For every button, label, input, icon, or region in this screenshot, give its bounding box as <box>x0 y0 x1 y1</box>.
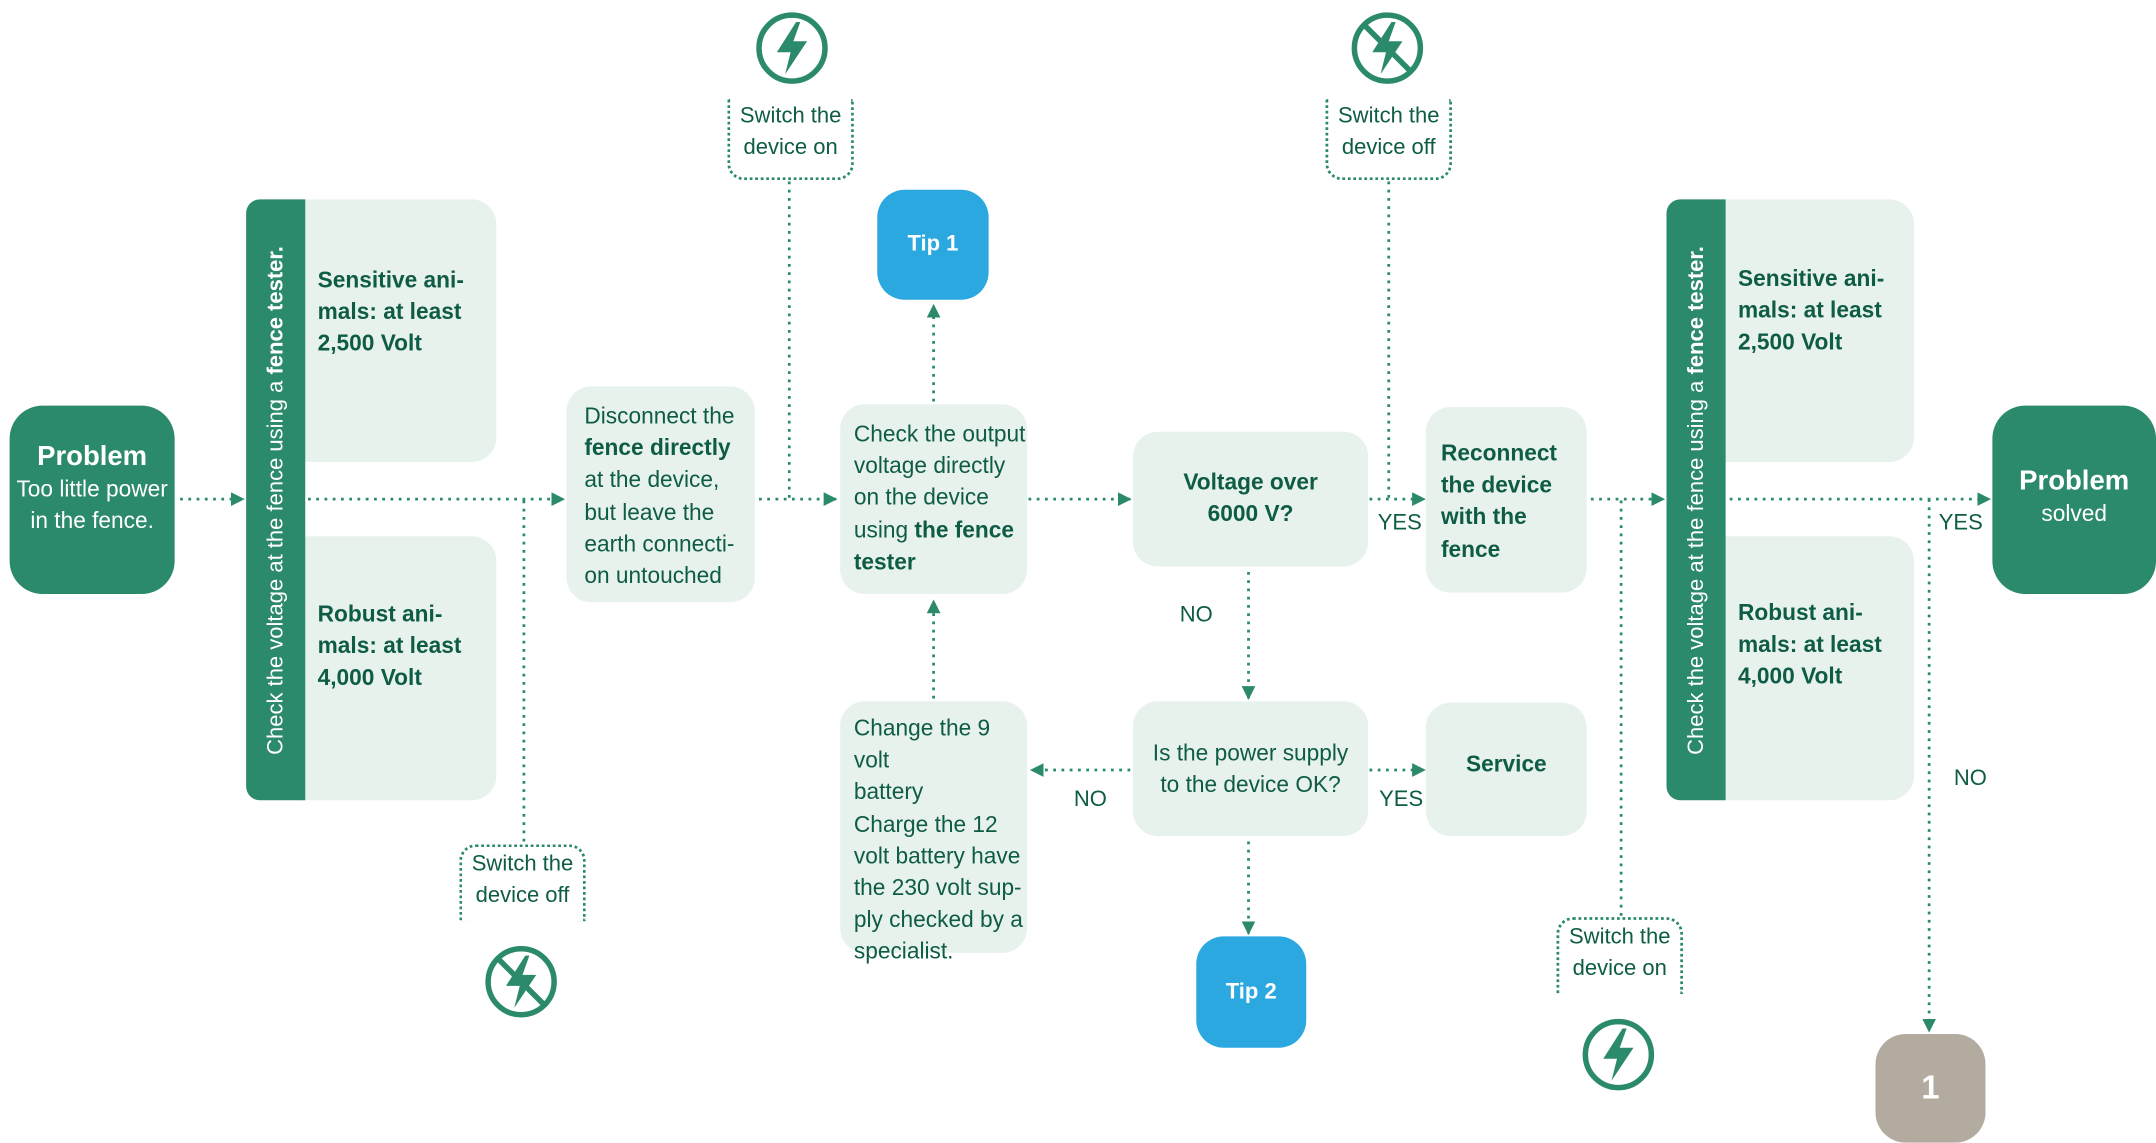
switch-off-note-1: Switch the device off <box>459 844 586 922</box>
check-output-line4-bold: the fence <box>914 517 1015 543</box>
edge-label-no-final: NO <box>1953 767 1987 791</box>
sensitive-animals-box-left: Sensitive ani- mals: at least 2,500 Volt <box>275 199 497 462</box>
check-tester-bold: fence tester. <box>263 245 288 374</box>
problem-start-line1: Too little power <box>16 477 168 502</box>
disconnect-line3: at the device, <box>584 468 720 493</box>
problem-solved-box: Problem solved <box>1992 405 2156 594</box>
robust-right-line2: mals: at least <box>1738 632 1882 658</box>
check-output-box: Check the output voltage directly on the… <box>840 404 1028 594</box>
service-box: Service <box>1425 702 1587 836</box>
edge-label-no-power: NO <box>1073 787 1107 812</box>
service-label: Service <box>1465 752 1547 777</box>
tip2-label: Tip 2 <box>1225 980 1277 1004</box>
battery-line7: specialist. <box>853 939 954 965</box>
switch-on-note-1: Switch the device on <box>727 99 854 181</box>
robust-animals-box-left: Robust ani- mals: at least 4,000 Volt <box>275 536 497 801</box>
edge-label-no-voltage: NO <box>1179 603 1213 627</box>
sensitive-line2: mals: at least <box>317 300 462 325</box>
robust-line3: 4,000 Volt <box>317 666 422 691</box>
check-output-line4: using the fence <box>854 515 1027 547</box>
robust-animals-box-right: Robust ani- mals: at least 4,000 Volt <box>1695 536 1914 801</box>
voltage-question-box: Voltage over 6000 V? <box>1133 431 1369 567</box>
voltage-line1: Voltage over <box>1183 470 1318 495</box>
sensitive-right-line3: 2,500 Volt <box>1738 330 1843 356</box>
problem-start-title: Problem <box>37 441 148 472</box>
switch-off-1-line1: Switch the <box>471 852 574 876</box>
check-output-line4-prefix: using <box>853 517 915 543</box>
robust-right-line1: Robust ani- <box>1738 600 1863 626</box>
switch-off-1-line2: device off <box>475 884 570 908</box>
check-tester-prefix: Check the voltage at the fence using a <box>263 373 288 755</box>
problem-solved-title: Problem <box>2019 466 2130 497</box>
problem-start-box: Problem Too little power in the fence. <box>9 405 175 594</box>
disconnect-line6: on untouched <box>584 563 722 589</box>
robust-line2: mals: at least <box>317 634 462 659</box>
change-battery-box: Change the 9 volt battery Charge the 12 … <box>840 701 1028 964</box>
reconnect-line1: Reconnect <box>1441 441 1557 467</box>
sensitive-right-line2: mals: at least <box>1738 298 1882 324</box>
switch-on-1-line2: device on <box>743 136 838 160</box>
edge-label-yes-power: YES <box>1379 787 1424 812</box>
robust-line1: Robust ani- <box>317 602 443 627</box>
check-output-line5: tester <box>853 549 916 575</box>
switch-on-note-2: Switch the device on <box>1556 917 1683 995</box>
lightning-bolt-circle-icon <box>1582 1018 1655 1091</box>
check-tester-text-right: Check the voltage at the fence using a f… <box>1680 245 1712 754</box>
switch-off-note-2: Switch the device off <box>1325 99 1452 181</box>
problem-solved-subtitle: solved <box>2041 501 2107 527</box>
lightning-bolt-circle-icon <box>756 12 828 84</box>
check-tester-bar-left: Check the voltage at the fence using a f… <box>246 199 306 801</box>
battery-line5: the 230 volt sup- <box>853 875 1022 901</box>
switch-off-2-line1: Switch the <box>1338 104 1440 128</box>
switch-on-2-line2: device on <box>1572 957 1667 981</box>
switch-on-1-line1: Switch the <box>739 104 842 128</box>
voltage-line2: 6000 V? <box>1207 502 1294 527</box>
reconnect-box: Reconnect the device with the fence <box>1425 407 1587 593</box>
battery-line4: volt battery have <box>853 843 1021 869</box>
switch-on-2-line1: Switch the <box>1569 925 1671 949</box>
lightning-bolt-circle-crossed-icon <box>485 946 557 1018</box>
sensitive-animals-box-right: Sensitive ani- mals: at least 2,500 Volt <box>1695 199 1914 462</box>
check-output-line3: on the device <box>853 485 989 511</box>
reference-box[interactable]: 1 <box>1875 1034 1986 1143</box>
power-supply-line1: Is the power supply <box>1152 741 1349 766</box>
check-output-line1: Check the output <box>853 422 1026 447</box>
tip1-box[interactable]: Tip 1 <box>877 189 989 300</box>
reference-label: 1 <box>1921 1069 1940 1107</box>
disconnect-line4: but leave the <box>584 499 715 525</box>
reconnect-line2: the device <box>1441 473 1552 499</box>
disconnect-line5: earth connecti- <box>584 531 735 557</box>
battery-line2: battery <box>853 780 924 805</box>
disconnect-fence-box: Disconnect the fence directly at the dev… <box>566 386 755 603</box>
robust-right-line3: 4,000 Volt <box>1738 664 1843 690</box>
disconnect-line2: fence directly <box>584 436 731 461</box>
lightning-bolt-circle-crossed-icon <box>1351 12 1424 84</box>
switch-off-2-line2: device off <box>1341 136 1436 160</box>
power-supply-box: Is the power supply to the device OK? <box>1133 701 1369 836</box>
sensitive-right-line1: Sensitive ani- <box>1738 266 1885 292</box>
reconnect-line3: with the <box>1441 505 1527 530</box>
sensitive-line1: Sensitive ani- <box>317 268 464 293</box>
problem-start-line2: in the fence. <box>30 509 154 534</box>
disconnect-line1: Disconnect the <box>584 404 735 429</box>
sensitive-line3: 2,500 Volt <box>317 331 422 357</box>
tip1-label: Tip 1 <box>907 232 959 257</box>
power-supply-line2: to the device OK? <box>1160 773 1341 798</box>
battery-line3: Charge the 12 <box>853 812 998 837</box>
reconnect-line4: fence <box>1441 537 1501 562</box>
edge-label-yes-voltage: YES <box>1377 511 1422 535</box>
check-tester-bar-right: Check the voltage at the fence using a f… <box>1666 199 1726 801</box>
check-output-line2: voltage directly <box>853 454 1006 479</box>
battery-line1: Change the 9 volt <box>853 716 991 774</box>
battery-line6: ply checked by a <box>853 907 1023 933</box>
check-tester-text-left: Check the voltage at the fence using a f… <box>260 245 292 754</box>
tip2-box[interactable]: Tip 2 <box>1196 936 1307 1048</box>
check-tester-right-bold: fence tester. <box>1684 245 1708 374</box>
check-tester-right-prefix: Check the voltage at the fence using a <box>1684 373 1708 755</box>
edge-label-yes-final: YES <box>1938 511 1983 535</box>
